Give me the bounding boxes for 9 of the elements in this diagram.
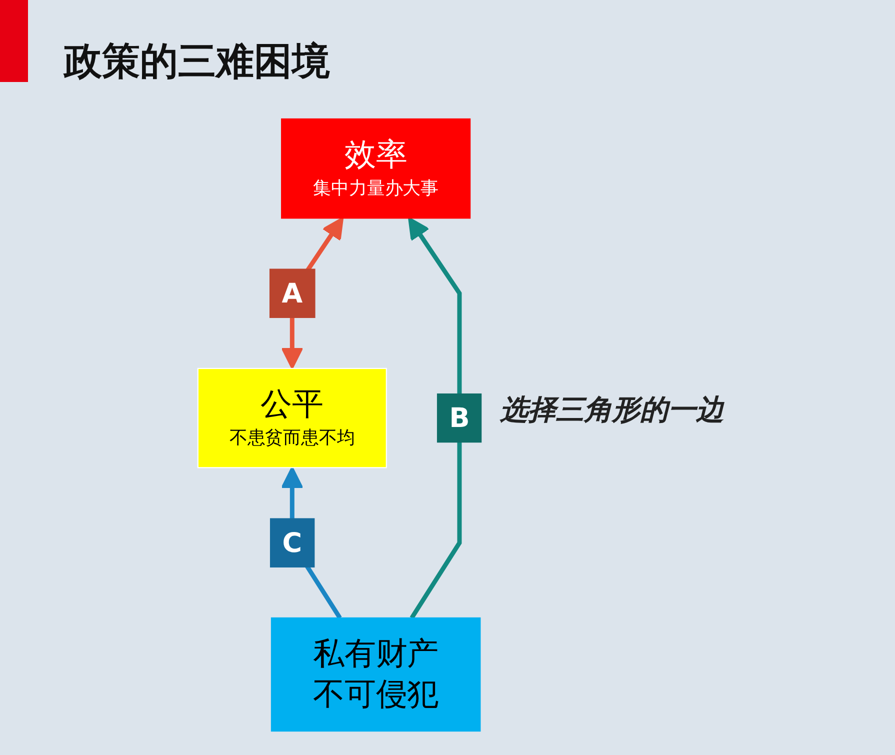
node-box: 公平 不患贫而患不均 bbox=[197, 368, 387, 468]
edge-label: A bbox=[282, 278, 303, 310]
edge-label: B bbox=[449, 402, 470, 434]
node-box: 效率 集中力量办大事 bbox=[281, 118, 471, 219]
node-box: 私有财产不可侵犯 bbox=[270, 617, 481, 732]
note-text: 选择三角形的一边 bbox=[500, 392, 726, 428]
title: 政策的三难困境 bbox=[64, 38, 330, 85]
edge-label: C bbox=[282, 527, 302, 559]
arrow bbox=[408, 217, 462, 620]
